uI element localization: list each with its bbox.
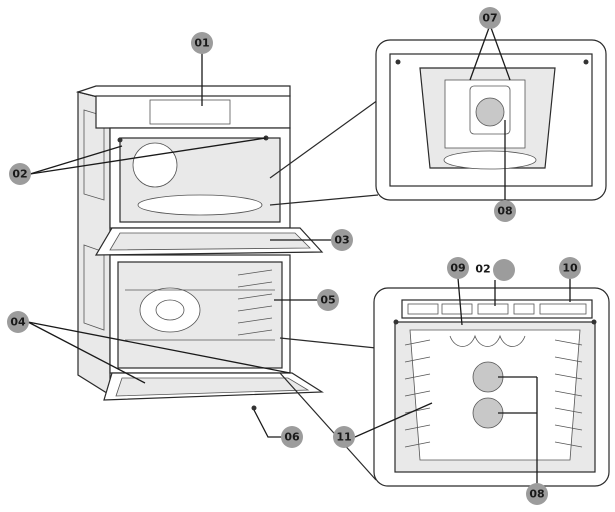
svg-text:06: 06	[284, 431, 300, 444]
upper-oven-tray	[138, 195, 262, 215]
callout-06: 06	[281, 426, 303, 448]
svg-text:03: 03	[334, 234, 349, 247]
callout-07: 07	[479, 7, 501, 29]
control-panel	[96, 96, 290, 128]
callout-11: 11	[333, 426, 355, 448]
callout-08-lower: 08	[526, 483, 548, 505]
callout-10: 10	[559, 257, 581, 279]
lower-cavity-detail-inset	[280, 288, 609, 486]
inset-upper-fan	[476, 98, 504, 126]
svg-text:07: 07	[482, 12, 497, 25]
callout-02: 02	[9, 163, 31, 185]
svg-text:05: 05	[320, 294, 335, 307]
svg-text:10: 10	[562, 262, 578, 275]
callout-04: 04	[7, 311, 29, 333]
svg-text:04: 04	[10, 316, 26, 329]
oven-base-point	[252, 406, 257, 411]
svg-text:01: 01	[194, 37, 209, 50]
callout-05: 05	[317, 289, 339, 311]
callout-02-inset: 02	[475, 259, 515, 281]
svg-text:02: 02	[12, 168, 27, 181]
oven-unit	[78, 86, 322, 411]
svg-text:08: 08	[529, 488, 544, 501]
svg-text:09: 09	[450, 262, 465, 275]
inset-lower-control-strip	[402, 300, 592, 318]
upper-cavity-detail-inset	[270, 40, 606, 205]
callout-01: 01	[191, 32, 213, 54]
svg-text:11: 11	[336, 431, 351, 444]
callout-03: 03	[331, 229, 353, 251]
callout-08-upper: 08	[494, 200, 516, 222]
svg-text:08: 08	[497, 205, 512, 218]
callout-09: 09	[447, 257, 469, 279]
svg-text:02: 02	[475, 263, 490, 276]
